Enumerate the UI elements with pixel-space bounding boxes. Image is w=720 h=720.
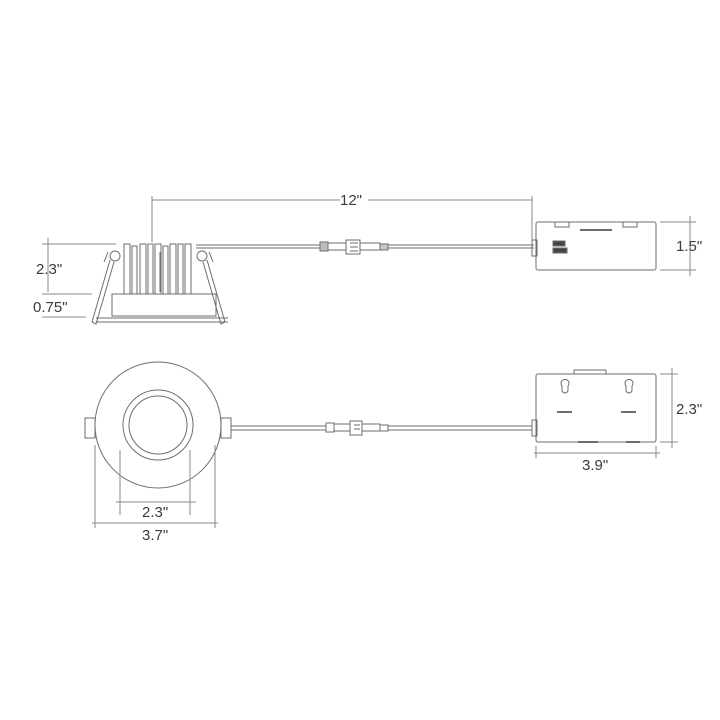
fixture-height-label: 2.3" xyxy=(36,261,63,278)
trim-ring xyxy=(122,389,194,461)
side-view-junction-box xyxy=(531,221,657,271)
heatsink-fins xyxy=(123,243,192,295)
spring-clip-right xyxy=(196,250,208,262)
keyhole-left xyxy=(560,378,570,394)
junction-box-width-label: 3.9" xyxy=(582,457,609,474)
side-view-dimension-lines xyxy=(42,196,696,318)
clip-tab-left xyxy=(84,417,96,439)
trim-diameter-label: 3.7" xyxy=(142,527,169,544)
side-view-cable xyxy=(196,239,534,255)
top-view-fixture xyxy=(84,361,232,489)
clip-tab-right xyxy=(220,417,232,439)
fixture-body xyxy=(111,293,217,317)
top-view-dimension-lines xyxy=(92,368,678,528)
top-view-cable xyxy=(231,420,532,436)
trim-height-label: 0.75" xyxy=(33,299,68,316)
cable-length-label: 12" xyxy=(340,192,363,209)
top-view-junction-box xyxy=(531,369,657,443)
keyhole-right xyxy=(624,378,634,394)
aperture-label: 2.3" xyxy=(142,504,169,521)
spring-clip-left xyxy=(109,250,121,262)
junction-box-depth-label: 2.3" xyxy=(676,401,703,418)
lens xyxy=(128,395,188,455)
side-view-fixture xyxy=(91,243,228,325)
junction-box-height-label: 1.5" xyxy=(676,238,703,255)
trim-outer xyxy=(94,361,222,489)
